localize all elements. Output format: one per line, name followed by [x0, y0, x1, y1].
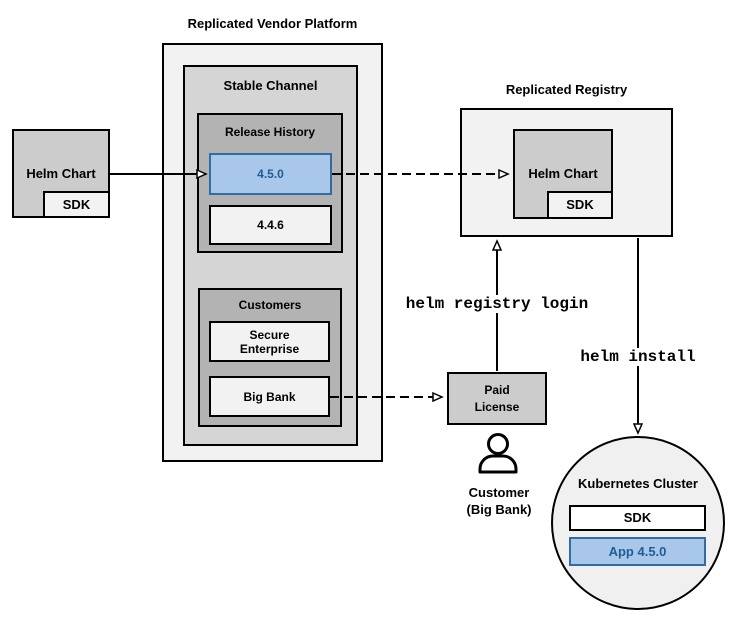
paid-license-box: Paid License: [447, 372, 547, 425]
helm-chart-source-sdk-box: SDK: [43, 191, 110, 218]
registry-helm-chart-label: Helm Chart: [528, 166, 598, 181]
registry-title: Replicated Registry: [505, 82, 628, 97]
customers-title: Customers: [238, 298, 302, 312]
paid-license-label: Paid: [484, 382, 510, 397]
release-version-label: 4.4.6: [257, 218, 284, 232]
registry-sdk-box: SDK: [547, 191, 613, 219]
paid-license-label: License: [474, 399, 520, 414]
customer-caption: Customer (Big Bank): [449, 484, 549, 518]
customer-item-secure-enterprise: Secure Enterprise: [209, 321, 330, 362]
customer-item-big-bank: Big Bank: [209, 376, 330, 417]
helm-chart-source-label: Helm Chart: [26, 165, 96, 181]
customer-person-icon: [478, 433, 518, 474]
command-registry-login: helm registry login: [402, 295, 592, 313]
release-history-title: Release History: [224, 125, 316, 139]
release-version-label: 4.5.0: [257, 167, 284, 181]
release-item-446: 4.4.6: [209, 205, 332, 245]
customer-item-label: Secure: [249, 327, 290, 342]
sdk-label: SDK: [566, 197, 594, 212]
kubernetes-cluster-title: Kubernetes Cluster: [578, 476, 698, 491]
sdk-label: SDK: [623, 510, 652, 525]
platform-title: Replicated Vendor Platform: [187, 16, 358, 31]
release-item-450: 4.5.0: [209, 153, 332, 195]
cluster-app-box: App 4.5.0: [569, 537, 706, 566]
customer-item-label: Enterprise: [239, 341, 300, 356]
customer-caption-line: (Big Bank): [466, 502, 532, 517]
cluster-sdk-box: SDK: [569, 505, 706, 531]
customer-item-label: Big Bank: [243, 389, 296, 404]
customer-caption-line: Customer: [468, 485, 530, 500]
cluster-app-label: App 4.5.0: [608, 543, 667, 559]
sdk-label: SDK: [62, 196, 91, 212]
stable-channel-title: Stable Channel: [223, 78, 318, 93]
command-helm-install: helm install: [577, 348, 699, 366]
